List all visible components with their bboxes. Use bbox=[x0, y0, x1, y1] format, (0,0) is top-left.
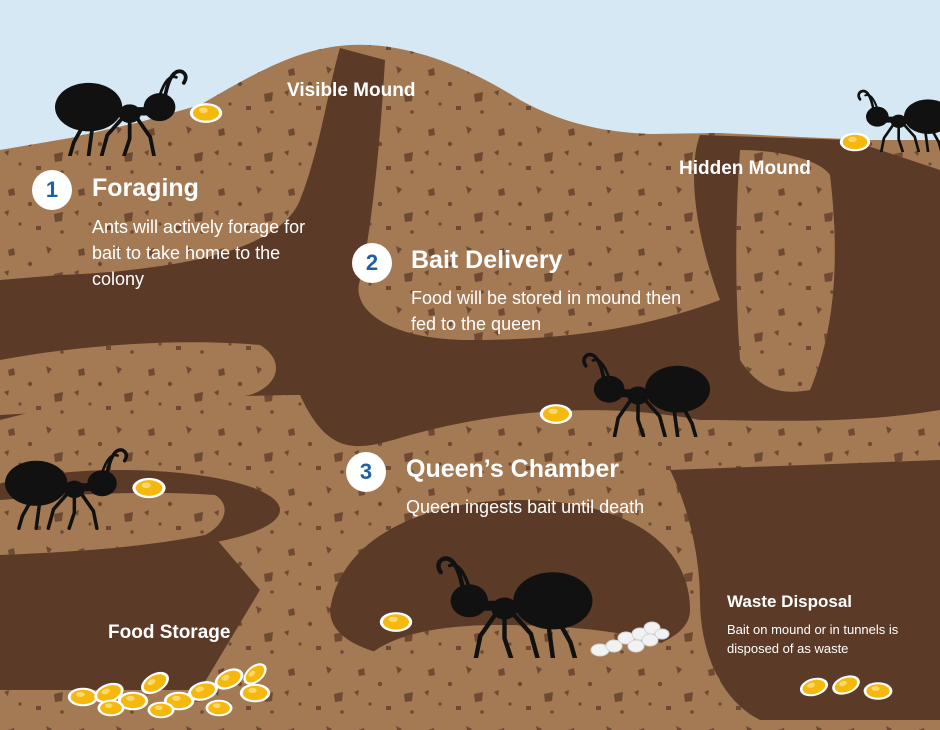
step-description: Ants will actively forage for bait to ta… bbox=[92, 214, 332, 292]
waste-disposal-title: Waste Disposal bbox=[727, 592, 852, 612]
hidden-mound-label: Hidden Mound bbox=[679, 158, 811, 180]
bait-pellet-icon bbox=[190, 103, 222, 123]
step-number-badge: 1 bbox=[32, 170, 72, 210]
visible-mound-label: Visible Mound bbox=[287, 80, 415, 102]
bait-pellet-icon bbox=[206, 700, 233, 717]
step-title: Bait Delivery bbox=[411, 246, 562, 275]
waste-disposal-description: Bait on mound or in tunnels is disposed … bbox=[727, 620, 902, 658]
step-number-badge: 2 bbox=[352, 243, 392, 283]
step-description: Queen ingests bait until death bbox=[406, 494, 706, 520]
bait-pellet-icon bbox=[68, 688, 98, 707]
bait-pellet-icon bbox=[380, 612, 412, 632]
bait-pellet-icon bbox=[540, 404, 572, 424]
bait-pellet-icon bbox=[148, 702, 175, 719]
food-storage-label: Food Storage bbox=[108, 622, 230, 644]
bait-pellet-icon bbox=[132, 478, 165, 498]
bait-pellet-icon bbox=[840, 133, 870, 152]
step-number-badge: 3 bbox=[346, 452, 386, 492]
step-title: Foraging bbox=[92, 174, 199, 203]
bait-pellet-icon bbox=[864, 682, 893, 700]
step-description: Food will be stored in mound then fed to… bbox=[411, 285, 696, 337]
step-title: Queen’s Chamber bbox=[406, 455, 619, 484]
bait-pellet-icon bbox=[98, 700, 125, 717]
bait-pellet-icon bbox=[240, 684, 270, 703]
